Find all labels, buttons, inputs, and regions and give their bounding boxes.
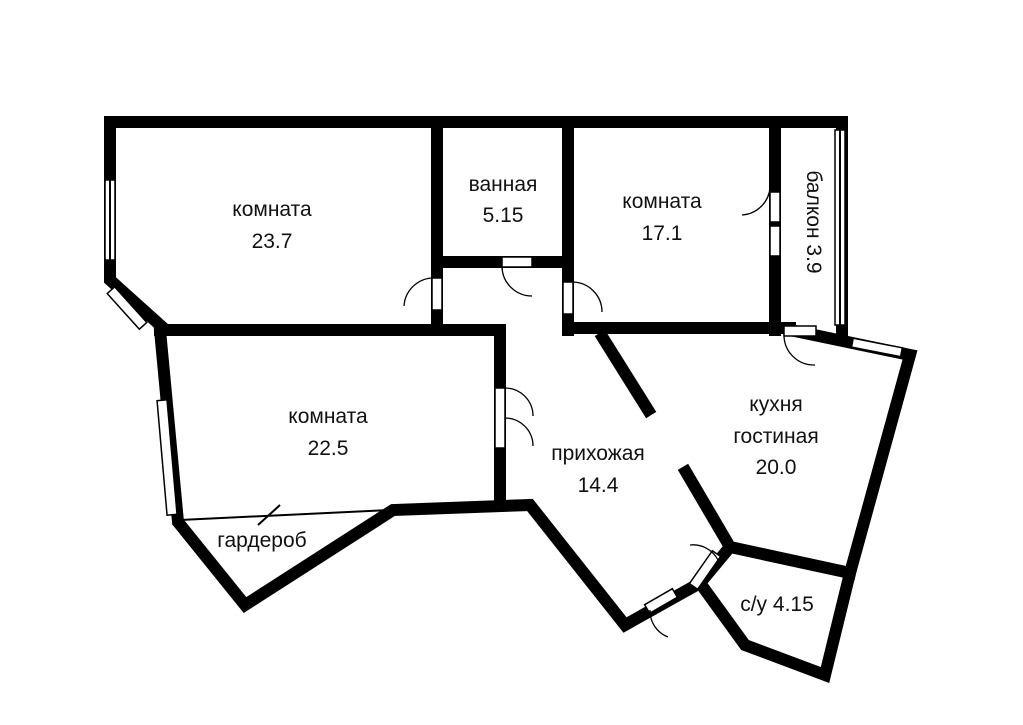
bathroom-name: ванная [469,173,538,196]
hallway-name: прихожая [551,442,645,465]
kitchen-name: кухня [749,393,802,416]
kitchen-name2: гостиная [733,425,818,448]
room3-name: комната [288,405,368,428]
kitchen-area: 20.0 [756,456,797,479]
hallway-area: 14.4 [578,474,619,497]
wardrobe-door-mark [257,504,281,526]
bathroom-area: 5.15 [483,204,524,227]
wardrobe-line [179,509,391,521]
toilet-label: с/у 4.15 [740,593,814,616]
doors [403,187,817,638]
room3-area: 22.5 [308,437,349,460]
room2-area: 17.1 [642,222,683,245]
room2-name: комната [622,190,702,213]
room1-area: 23.7 [252,230,293,253]
windows [104,129,904,517]
wardrobe-label: гардероб [217,529,306,552]
balcony-label: балкон 3.9 [802,170,825,273]
room1-name: комната [232,198,312,221]
